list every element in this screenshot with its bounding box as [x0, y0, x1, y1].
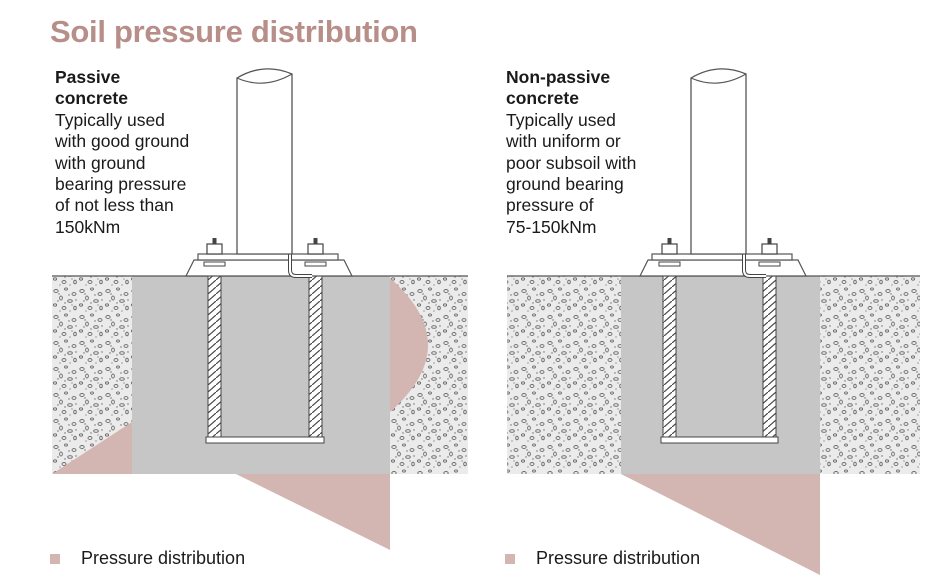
passive-concrete-body: Typically used with good ground with gro…	[55, 109, 190, 237]
passive-concrete-description: Passive concrete Typically used with goo…	[55, 67, 230, 238]
non-passive-concrete-heading: Non-passive concrete	[506, 67, 611, 109]
legend-right: Pressure distribution	[505, 548, 700, 569]
bolt-crossbar	[660, 436, 779, 444]
bolt-crossbar	[205, 436, 325, 444]
passive-concrete-diagram	[52, 68, 468, 550]
soil-left-block	[507, 276, 621, 474]
bolt-washer-left	[658, 261, 681, 267]
passive-concrete-heading: Passive concrete	[55, 67, 128, 109]
passive-pressure-base-wedge	[236, 474, 390, 550]
non-passive-concrete-body: Typically used with uniform or poor subs…	[506, 109, 637, 237]
concrete-foundation	[621, 276, 820, 474]
passive-pressure-left-wedge	[52, 422, 132, 474]
pressure-swatch	[505, 553, 515, 564]
passive-pressure-bulge	[390, 278, 428, 412]
non-passive-pressure-base-wedge	[621, 474, 820, 575]
legend-left: Pressure distribution	[50, 548, 245, 569]
bolt-nut-right	[307, 243, 324, 255]
post-top-edge	[236, 73, 293, 84]
concrete-foundation	[132, 276, 390, 474]
soil-right-block	[820, 276, 920, 474]
hook-bracket-inner	[743, 252, 766, 277]
pressure-swatch	[50, 553, 60, 564]
hook-bracket-inner	[289, 252, 312, 277]
non-passive-concrete-description: Non-passive concrete Typically used with…	[506, 67, 681, 238]
bolt-washer-left	[203, 261, 226, 267]
anchor-bolt-left	[662, 261, 677, 443]
post-top-edge	[690, 73, 747, 84]
post-column	[236, 68, 293, 255]
non-passive-concrete-diagram	[507, 68, 920, 575]
bolt-nut-right	[761, 243, 778, 255]
anchor-bolt-left	[207, 261, 222, 443]
base-plate	[651, 253, 793, 261]
post-column	[690, 68, 747, 255]
base-plate	[197, 253, 339, 261]
legend-label: Pressure distribution	[536, 548, 701, 568]
legend-label: Pressure distribution	[81, 548, 246, 568]
bolt-nut-left	[661, 243, 678, 255]
bolt-washer-right	[304, 261, 327, 267]
anchor-bolt-right	[308, 261, 323, 443]
page-title: Soil pressure distribution	[50, 14, 418, 49]
anchor-bolt-right	[762, 261, 777, 443]
bolt-washer-right	[758, 261, 781, 267]
bolt-nut-left	[206, 243, 223, 255]
